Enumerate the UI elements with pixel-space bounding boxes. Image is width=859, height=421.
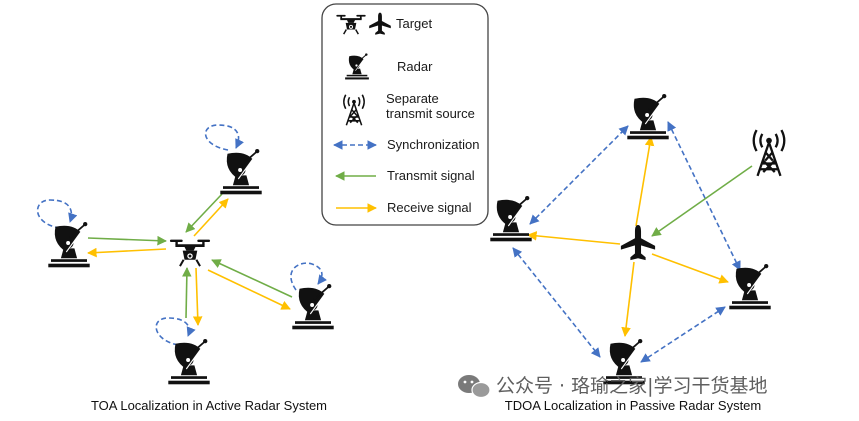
sync-link (512, 247, 601, 358)
sync-loop (155, 317, 196, 346)
sync-loop (204, 124, 244, 151)
legend-separate-source-label-1: Separate (386, 91, 439, 106)
legend-sync-label: Synchronization (387, 137, 480, 152)
radar-dish-icon (626, 93, 670, 141)
transmit-signal (185, 193, 223, 233)
sync-link (529, 125, 629, 225)
receive-signal (207, 269, 291, 310)
radar-dish-icon (489, 195, 533, 243)
legend-receive-label: Receive signal (387, 200, 472, 215)
receive-signal (621, 261, 635, 337)
watermark: 公众号 · 珞瑜之家|学习干货基地 (458, 375, 768, 399)
receive-signal (651, 253, 729, 284)
sync-link (667, 121, 741, 271)
radar-dish-icon (728, 263, 772, 311)
radar-dish-icon (219, 148, 263, 196)
drone-icon (168, 238, 212, 267)
legend-box: Target Radar Separate transmit source Sy… (321, 3, 489, 226)
legend-separate-source-label-2: transmit source (386, 106, 475, 121)
toa-diagram (36, 124, 335, 386)
legend-target-label: Target (396, 16, 433, 31)
transmit-signal (211, 259, 293, 298)
receive-signal (527, 231, 621, 245)
radar-dish-icon (291, 283, 335, 331)
receive-signal (635, 136, 655, 227)
sync-loop (290, 262, 328, 291)
receive-signal (87, 247, 167, 258)
sync-loop (36, 199, 78, 229)
legend-transmit-label: Transmit signal (387, 168, 475, 183)
transmit-signal (87, 235, 167, 246)
radar-dish-icon (167, 338, 211, 386)
sync-link (640, 306, 726, 363)
airplane-icon (620, 224, 656, 261)
tdoa-diagram (489, 93, 786, 386)
receive-signal (193, 198, 229, 237)
toa-caption: TOA Localization in Active Radar System (91, 398, 327, 413)
wechat-logo-icon (458, 375, 491, 399)
tdoa-caption: TDOA Localization in Passive Radar Syste… (505, 398, 762, 413)
transmit-tower-icon (752, 128, 786, 178)
watermark-text: 公众号 · 珞瑜之家|学习干货基地 (496, 375, 768, 397)
radar-dish-icon (47, 221, 91, 269)
legend-radar-label: Radar (397, 59, 433, 74)
receive-signal (192, 267, 203, 326)
transmit-signal (182, 267, 192, 319)
transmit-signal (651, 165, 753, 237)
